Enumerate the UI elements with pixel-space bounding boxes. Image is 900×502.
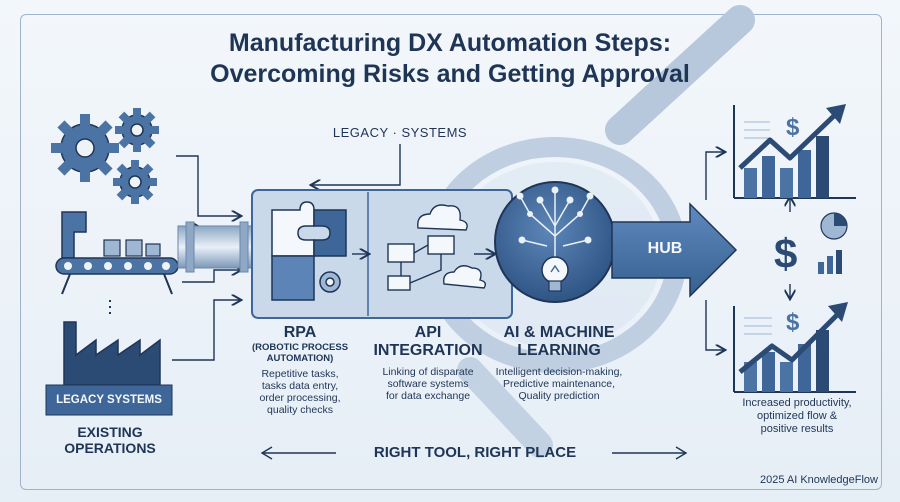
api-desc-line: Linking of disparate [382,366,474,378]
api-title-line-1: API [414,324,442,341]
api-title: API INTEGRATION [366,324,490,360]
ai-desc-line: Intelligent decision-making, [495,366,623,378]
rpa-subtitle-line-1: (ROBOTIC PROCESS [251,342,349,353]
existing-line-1: EXISTING [77,424,143,440]
existing-line-2: OPERATIONS [64,440,156,456]
rpa-block: RPA (ROBOTIC PROCESS AUTOMATION) Repetit… [240,324,360,416]
svg-text:$: $ [786,309,800,336]
gear-icon [51,108,159,204]
rpa-desc-line: quality checks [267,404,333,416]
rpa-title: RPA [283,324,317,341]
page-title: Manufacturing DX Automation Steps: Overc… [120,28,780,90]
results-description: Increased productivity, optimized flow &… [722,397,872,436]
api-desc-line: software systems [387,378,469,390]
ai-desc-line: Quality prediction [518,390,600,402]
api-description: Linking of disparate software systems fo… [366,366,490,402]
rpa-desc-line: Repetitive tasks, [261,368,339,380]
pie-chart-icon [818,212,848,274]
api-desc-line: for data exchange [385,390,471,402]
bottom-banner: RIGHT TOOL, RIGHT PLACE [373,444,577,461]
pipe-connector [177,221,259,273]
hub-label: HUB [647,240,683,257]
hub-arrow[interactable] [611,202,738,298]
svg-text:$: $ [774,230,797,277]
flowchart-icon [387,235,455,291]
flow-arrows-right [705,152,790,350]
rpa-desc-line: tasks data entry, [261,380,339,392]
puzzle-icon [271,201,347,301]
svg-text:$: $ [786,114,800,141]
legacy-badge-bg [45,384,173,416]
footer-credit: 2025 AI KnowledgeFlow [759,474,878,486]
results-desc-line: positive results [760,423,834,435]
cloud-icon [417,204,487,289]
title-line-2: Overcoming Risks and Getting Approval [210,60,690,88]
rpa-subtitle: (ROBOTIC PROCESS AUTOMATION) [240,342,360,364]
ai-description: Intelligent decision-making, Predictive … [484,366,634,402]
dollar-icon: $ [774,230,797,277]
factory-icon [63,321,161,386]
rpa-subtitle-line-2: AUTOMATION) [266,353,334,364]
flow-arrows-left [172,144,401,361]
rpa-description: Repetitive tasks, tasks data entry, orde… [240,368,360,416]
results-desc-line: Increased productivity, [742,397,852,409]
api-block: API INTEGRATION Linking of disparate sof… [366,324,490,402]
outer-frame [20,14,882,490]
ai-block: AI & MACHINE LEARNING Intelligent decisi… [484,324,634,402]
rpa-desc-line: order processing, [259,392,341,404]
existing-operations-label: EXISTING OPERATIONS [40,424,180,456]
results-desc-line: optimized flow & [756,410,838,422]
ai-title-line-1: AI & MACHINE [503,324,615,341]
legacy-systems-label: LEGACY · SYSTEMS [332,125,468,140]
api-title-line-2: INTEGRATION [373,342,483,359]
ai-title: AI & MACHINE LEARNING [484,324,634,360]
ai-desc-line: Predictive maintenance, [502,378,616,390]
legacy-systems-badge: LEGACY SYSTEMS [56,394,162,406]
bar-chart-icon: $ $ [733,104,856,393]
ai-title-line-2: LEARNING [517,342,601,359]
title-line-1: Manufacturing DX Automation Steps: [228,29,672,57]
neural-network-icon [494,181,616,303]
bottom-double-arrow [260,446,688,460]
lightbulb-icon [541,256,569,292]
conveyor-icon [55,211,179,295]
